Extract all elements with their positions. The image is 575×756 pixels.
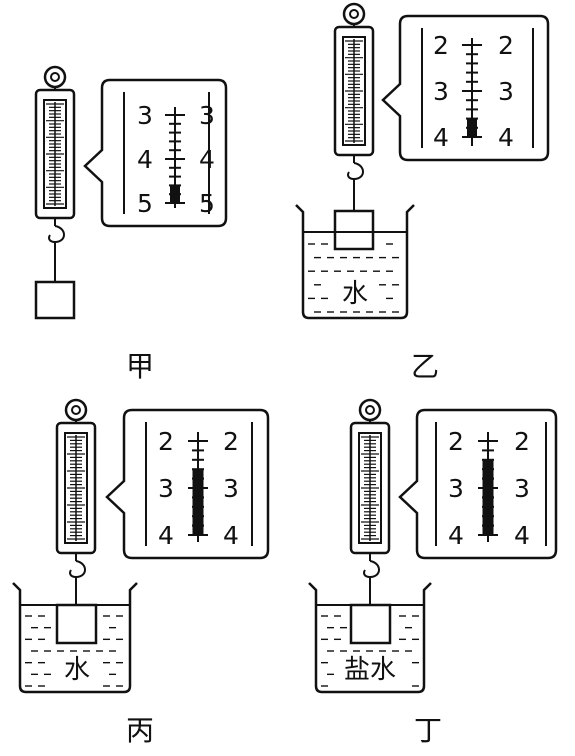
scale-label-left-bottom: 4 [448,521,464,550]
scale-label-left-bottom: 4 [433,123,449,152]
beaker [308,582,432,694]
scale-ticks [67,436,85,540]
metal-block [349,603,392,645]
scale-label-right-top: 3 [199,101,215,130]
scale-label-right-top: 2 [514,427,530,456]
scale-label-right-mid: 3 [223,474,239,503]
scale-label-left-mid: 3 [433,77,449,106]
pointer-reading-band [467,118,477,137]
liquid-label: 盐水 [344,655,396,685]
pointer-reading-band [170,185,180,203]
scale-label-left-bottom: 5 [137,189,153,218]
scale-label-right-top: 2 [223,427,239,456]
pointer-reading-band [482,459,494,535]
scale-label-right-bottom: 5 [199,189,215,218]
panel-jia: 3 3 4 4 5 5 甲 [34,65,228,383]
scale-label-left-mid: 3 [158,474,174,503]
metal-block [34,280,76,320]
scale-label-right-bottom: 4 [514,521,530,550]
panel-bing: 水 2 2 3 3 4 4 丙 [12,398,270,747]
panel-caption: 乙 [411,350,439,383]
scale-label-left-top: 2 [448,427,464,456]
liquid-dashes [25,615,123,687]
magnified-callout [105,408,270,560]
hanging-ring-icon [64,398,88,422]
panel-ding: 盐水 2 2 3 3 4 4 丁 [308,398,558,747]
liquid-dashes [308,243,399,313]
liquid-label: 水 [64,655,90,685]
liquid-label: 水 [342,279,368,309]
scale-label-left-bottom: 4 [158,521,174,550]
metal-block [333,209,375,251]
hook-icon [363,560,380,579]
liquid-dashes [321,615,419,687]
beaker [295,204,415,320]
hook-icon [347,162,364,181]
metal-block [55,603,98,645]
scale-label-left-top: 3 [137,101,153,130]
pointer-reading-band [192,469,204,535]
panel-caption: 甲 [126,350,154,383]
hanging-ring-icon [358,398,382,422]
scale-label-left-top: 2 [158,427,174,456]
scale-label-right-bottom: 4 [498,123,514,152]
scale-label-left-mid: 3 [448,474,464,503]
scale-label-right-top: 2 [498,31,514,60]
panel-caption: 丙 [126,714,154,747]
hanging-ring-icon [43,65,67,89]
beaker [12,582,138,694]
magnified-callout [398,408,558,560]
magnified-callout [381,14,550,162]
scale-label-right-bottom: 4 [223,521,239,550]
scale-label-left-top: 2 [433,31,449,60]
panel-caption: 丁 [414,714,442,747]
scale-ticks [361,436,379,540]
magnified-callout [83,78,228,228]
scale-ticks [46,103,64,205]
scale-label-right-mid: 3 [514,474,530,503]
scale-label-right-mid: 4 [199,145,215,174]
hanging-ring-icon [342,2,366,26]
scale-label-left-mid: 4 [137,145,153,174]
hook-icon [69,560,86,579]
hook-icon [48,225,65,244]
scale-label-right-mid: 3 [498,77,514,106]
scale-ticks [345,40,363,142]
panel-yi: 水 2 2 3 3 4 4 乙 [295,2,550,383]
